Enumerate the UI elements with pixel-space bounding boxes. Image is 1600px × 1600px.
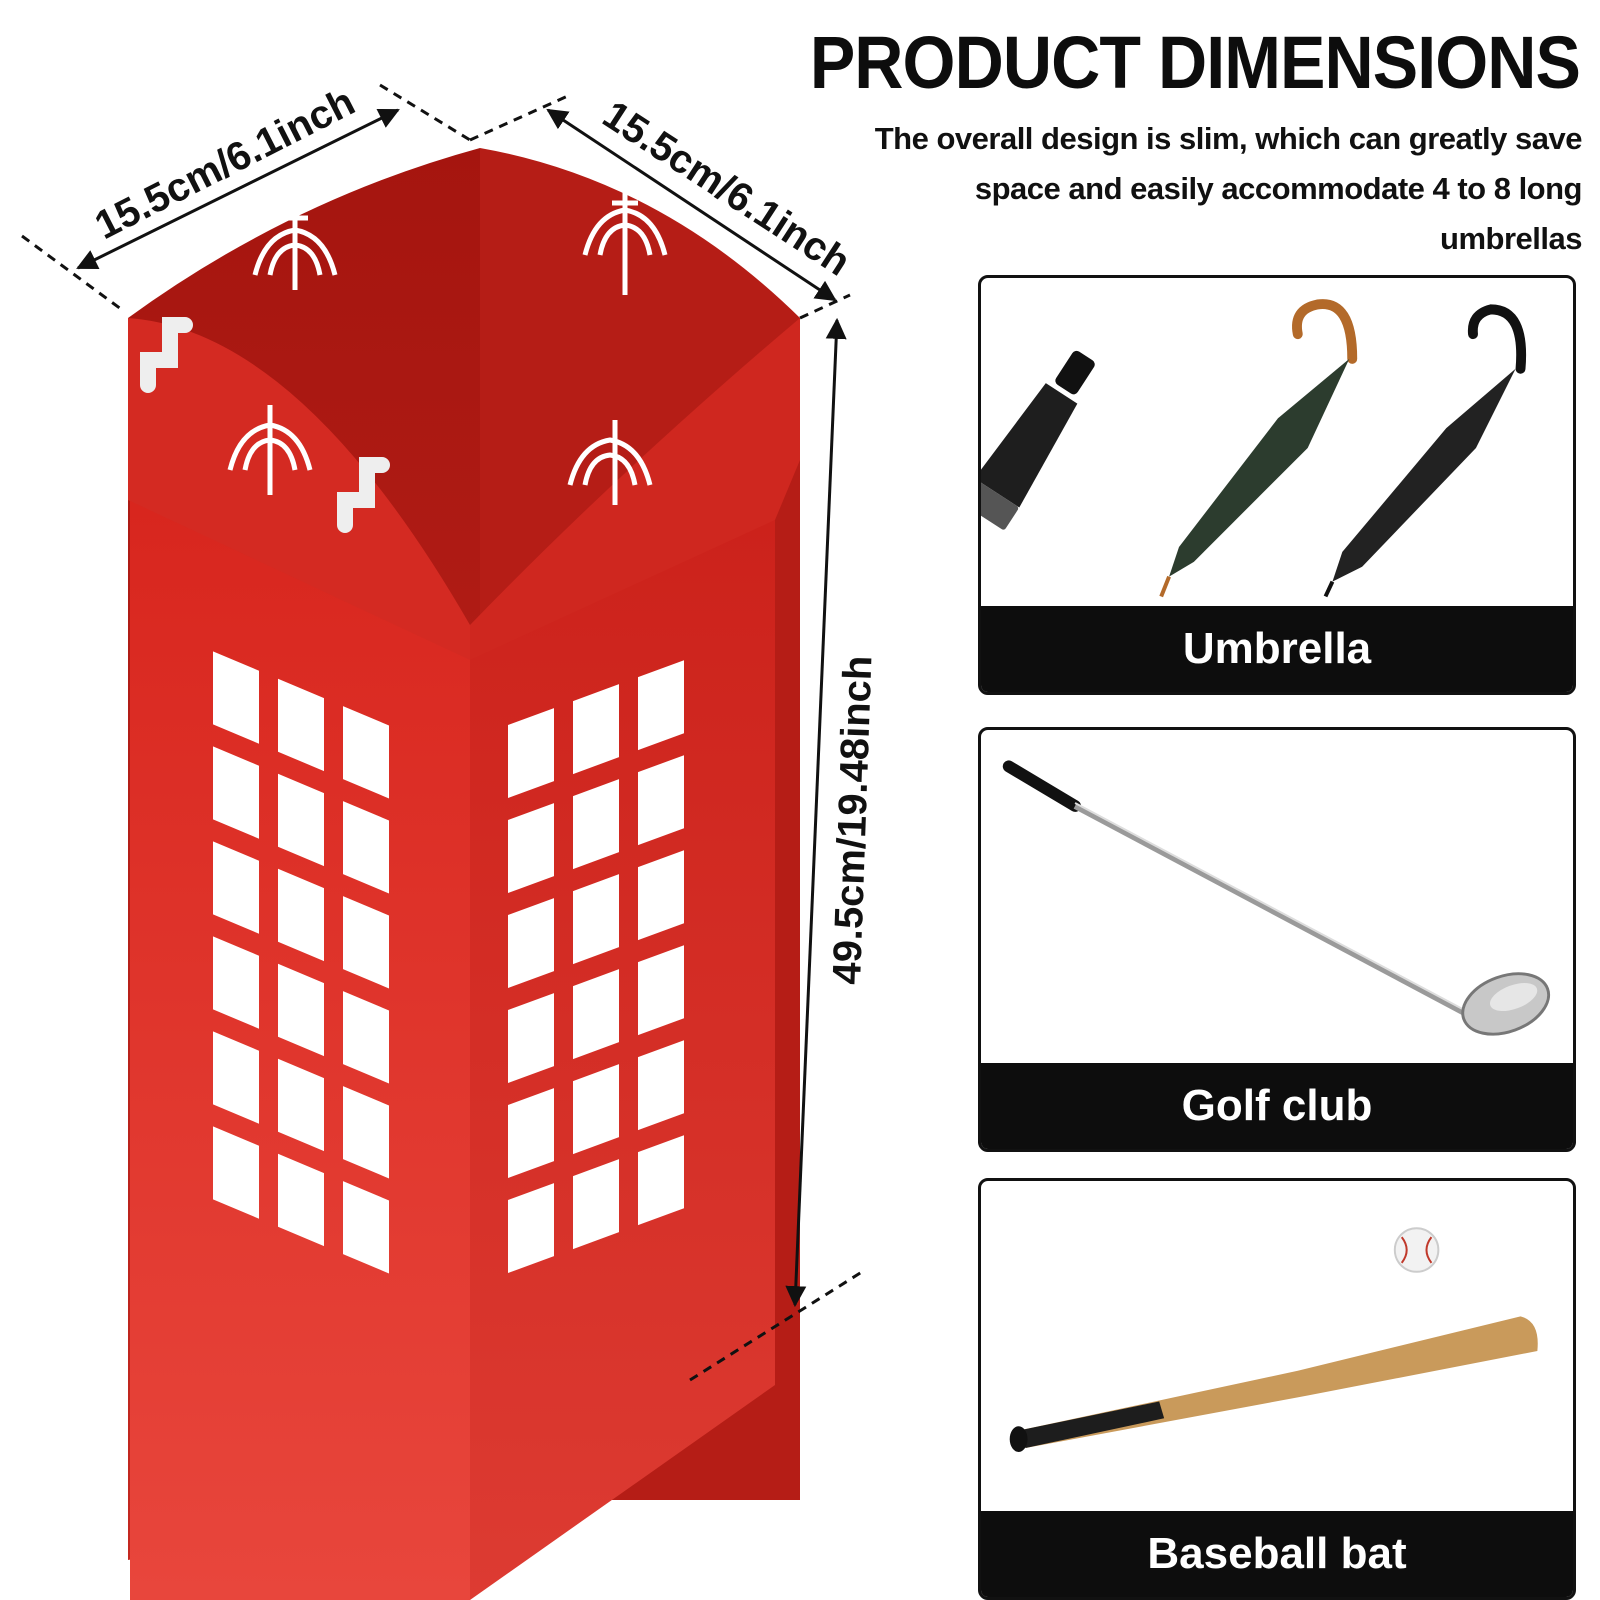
window-pane <box>278 773 324 867</box>
panel-golf-club: Golf club <box>978 727 1576 1152</box>
window-pane <box>638 1135 684 1226</box>
window-pane <box>573 1159 619 1250</box>
baseball-bat-icon <box>1009 1227 1538 1452</box>
window-pane <box>508 708 554 799</box>
window-pane <box>343 991 389 1084</box>
window-pane <box>343 801 389 894</box>
window-pane <box>573 684 619 775</box>
baseball-icon <box>1393 1227 1440 1273</box>
window-pane <box>508 898 554 989</box>
window-pane <box>278 963 324 1057</box>
window-pane <box>278 678 324 772</box>
window-pane <box>343 896 389 989</box>
page-title: PRODUCT DIMENSIONS <box>809 21 1581 104</box>
window-pane <box>508 1183 554 1274</box>
window-pane <box>343 1086 389 1179</box>
window-pane <box>278 1153 324 1247</box>
hook-icon <box>337 457 390 533</box>
window-pane <box>638 850 684 941</box>
umbrella-icon <box>981 299 1527 598</box>
window-pane <box>213 936 259 1029</box>
window-pane <box>508 803 554 894</box>
panel-label: Golf club <box>981 1063 1573 1149</box>
window-pane <box>278 1058 324 1152</box>
panel-umbrella: Umbrella <box>978 275 1576 695</box>
panel-baseball-bat: Baseball bat <box>978 1178 1576 1600</box>
window-pane <box>508 993 554 1084</box>
umbrella-stand-diagram: 15.5cm/6.1inch 15.5cm/6.1inch 49.5cm/19.… <box>21 80 880 1600</box>
window-pane <box>573 779 619 870</box>
panel-label: Umbrella <box>981 606 1573 692</box>
left-window-panes <box>213 651 389 1274</box>
hook-icon <box>140 317 193 393</box>
window-pane <box>638 755 684 846</box>
window-pane <box>508 1088 554 1179</box>
window-pane <box>213 1126 259 1219</box>
window-pane <box>213 651 259 744</box>
window-pane <box>213 841 259 934</box>
window-pane <box>278 868 324 962</box>
window-pane <box>343 1181 389 1274</box>
window-pane <box>573 874 619 965</box>
golf-club-icon <box>1002 760 1551 1036</box>
page-subtitle: The overall design is slim, which can gr… <box>874 121 1583 256</box>
window-pane <box>638 660 684 751</box>
window-pane <box>343 706 389 799</box>
crown-cutout-icon <box>227 405 313 495</box>
right-window-panes <box>508 660 684 1274</box>
window-pane <box>573 1064 619 1155</box>
crown-cutout-icon <box>567 420 653 505</box>
stand-right-face <box>470 318 800 1600</box>
window-pane <box>213 746 259 839</box>
window-pane <box>638 1040 684 1131</box>
window-pane <box>573 969 619 1060</box>
window-pane <box>213 1031 259 1124</box>
dimension-lines <box>21 83 866 1382</box>
window-pane <box>638 945 684 1036</box>
height-label: 49.5cm/19.48inch <box>825 655 880 985</box>
panel-label: Baseball bat <box>981 1511 1573 1597</box>
